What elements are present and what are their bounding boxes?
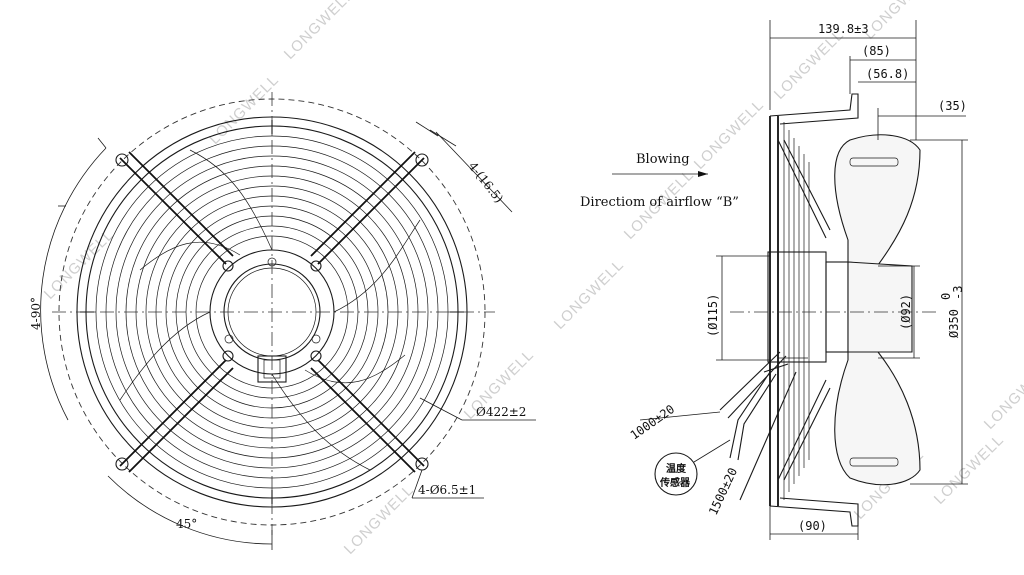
dim-label-90: (90) (798, 519, 827, 533)
blade-curve-1 (189, 149, 273, 251)
guard-side-ribs (783, 122, 810, 500)
mount-hole-tr (415, 153, 429, 167)
dim-ext-rib-2 (429, 129, 457, 147)
airflow-arrow-head (698, 171, 708, 177)
blade-bottom-slot (849, 457, 899, 467)
dim-label-1000: 1000±20 (628, 402, 677, 442)
rod-top-right (310, 151, 425, 265)
dim-ext-rib-1 (415, 121, 439, 137)
sensor-label-line-1: 温度 (666, 462, 687, 475)
cables (719, 351, 797, 501)
dim-leader-422 (419, 397, 463, 421)
cable-2 (727, 355, 787, 419)
bolt-tl (222, 260, 234, 272)
blade-curve-3 (271, 373, 371, 471)
motor-bolts (222, 257, 322, 362)
dim-label-115: (Ø115) (706, 294, 720, 337)
mount-hole-tl (115, 153, 129, 167)
blade-hub-section (847, 261, 913, 353)
guard-ring (115, 155, 429, 469)
cable-3 (729, 371, 771, 459)
blade-top (834, 134, 921, 266)
dim-label-4-90: 4-90° (29, 297, 43, 330)
dim-arc-90 (40, 147, 107, 421)
support-rods (119, 151, 425, 473)
side-view: Blowing Directiom of airflow “B” 139. (580, 20, 968, 540)
front-view: 4-90° 45° Ø422±2 4-Ø6.5±1 4-(16.5) (29, 92, 536, 550)
cable-outlet-inner (263, 359, 281, 379)
cable-4 (737, 373, 777, 461)
bolt-right (311, 334, 321, 344)
dim-label-hole: 4-Ø6.5±1 (418, 483, 476, 497)
dim-label-56: (56.8) (866, 67, 909, 81)
bolt-top (267, 257, 277, 267)
dim-label-45: 45° (176, 517, 197, 531)
dim-label-85: (85) (862, 44, 891, 58)
strut-bottom (777, 379, 831, 481)
leader-1000 (639, 411, 721, 421)
watermark-12: LONGWELL (981, 356, 1024, 433)
dim-leader-hole (411, 469, 423, 499)
watermark-13: LONGWELL (931, 431, 1008, 508)
cable-1 (719, 351, 781, 411)
airflow-title: Blowing (636, 152, 690, 167)
dim-arc-90-ext-top (97, 137, 107, 149)
cable-outlet (257, 355, 287, 383)
motor-body (767, 251, 827, 363)
dim-label-92: (Ø92) (899, 294, 913, 330)
dim-label-139: 139.8±3 (818, 22, 869, 36)
watermark-4: LONGWELL (551, 256, 628, 333)
rod-bottom-left (119, 359, 234, 473)
watermark-6: LONGWELL (341, 481, 418, 558)
sensor-leader (693, 439, 731, 463)
dim-tol-lower: -3 (951, 286, 965, 300)
blade-bottom (834, 351, 921, 486)
strut-top (777, 139, 831, 239)
motor-hub (825, 261, 849, 353)
bolt-bl (222, 350, 234, 362)
watermark-10: LONGWELL (861, 0, 938, 43)
blade-curve-4 (119, 311, 211, 401)
cable-long (739, 371, 797, 501)
bolt-tr (310, 260, 322, 272)
dim-label-rib: 4-(16.5) (466, 159, 506, 205)
watermark-8: LONGWELL (691, 96, 768, 173)
guard-front-plate (769, 116, 779, 506)
blade-curve-2 (333, 219, 421, 313)
sensor-label-line-2: 传感器 (659, 476, 691, 489)
guard-tick-marks (80, 120, 464, 504)
guard-ticks (80, 120, 464, 504)
dim-label-35: (35) (938, 99, 967, 113)
blade-curve-5 (139, 241, 241, 271)
dim-tol-upper: 0 (939, 293, 953, 300)
guard-bottom-bracket (769, 497, 859, 527)
dim-label-350: Ø350 (947, 309, 961, 338)
sensor-callout-circle (654, 452, 698, 496)
blade-curves (119, 149, 421, 471)
dim-arc-45 (107, 475, 273, 545)
watermark-1: LONGWELL (281, 0, 358, 63)
airflow-direction: Directiom of airflow “B” (580, 195, 739, 210)
bolt-left (224, 334, 234, 344)
bolt-br (310, 350, 322, 362)
rod-top-left (119, 151, 234, 265)
rod-bottom-right (310, 359, 425, 473)
dim-label-422: Ø422±2 (476, 405, 526, 419)
guard-top-bracket (769, 93, 859, 125)
cable-clamp (763, 363, 789, 373)
dim-label-1500: 1500±20 (706, 466, 740, 518)
blade-curve-6 (304, 354, 406, 384)
dim-leader-rib (435, 131, 513, 213)
mount-hole-bl (115, 457, 129, 471)
blade-top-slot (849, 157, 899, 167)
